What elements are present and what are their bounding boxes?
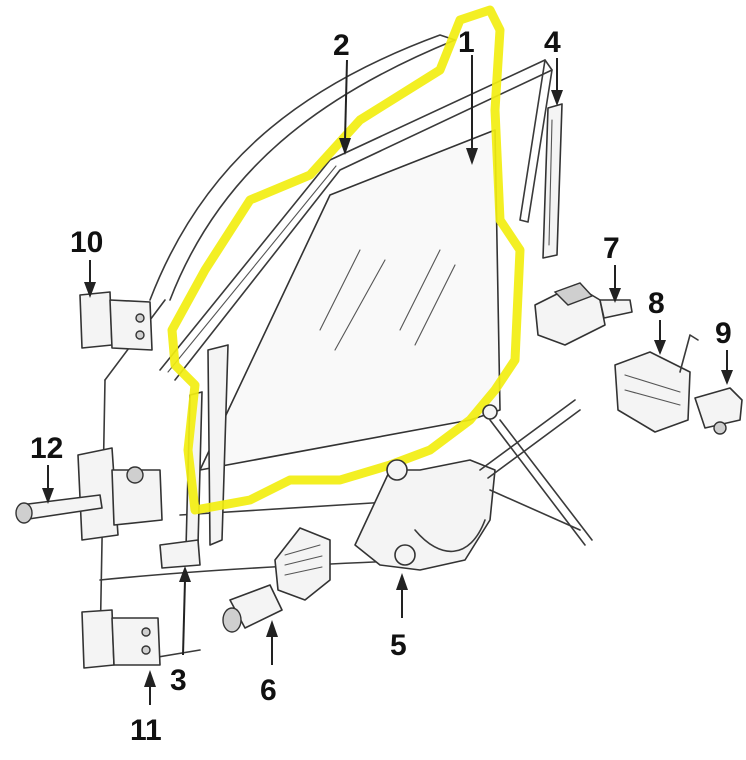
door-check-strap	[15, 447, 163, 541]
callout-12: 12	[30, 432, 63, 465]
callout-5: 5	[390, 629, 407, 662]
lower-hinge	[81, 609, 161, 669]
callout-leaders	[42, 55, 733, 705]
door-glass	[199, 129, 501, 471]
division-bar	[542, 103, 563, 259]
lower-glass-channel	[159, 344, 229, 569]
callout-labels: 1 2 3 4 5 6 7 8 9 10 11 12	[30, 26, 732, 747]
callout-10: 10	[70, 226, 103, 259]
callout-3: 3	[170, 664, 187, 697]
window-run-channel	[159, 59, 553, 381]
regulator-motor	[222, 527, 331, 633]
door-latch	[694, 387, 743, 435]
callout-11: 11	[130, 714, 162, 747]
callout-8: 8	[648, 287, 665, 320]
window-switch	[534, 282, 633, 346]
callout-9: 9	[715, 317, 732, 350]
callout-1: 1	[458, 26, 475, 59]
glass-highlight-outline	[167, 5, 525, 515]
lock-actuator	[614, 334, 699, 433]
callout-2: 2	[333, 29, 350, 62]
upper-hinge	[79, 291, 153, 351]
window-regulator	[354, 399, 593, 571]
callout-7: 7	[603, 232, 620, 265]
callout-4: 4	[544, 26, 561, 59]
callout-6: 6	[260, 674, 277, 707]
